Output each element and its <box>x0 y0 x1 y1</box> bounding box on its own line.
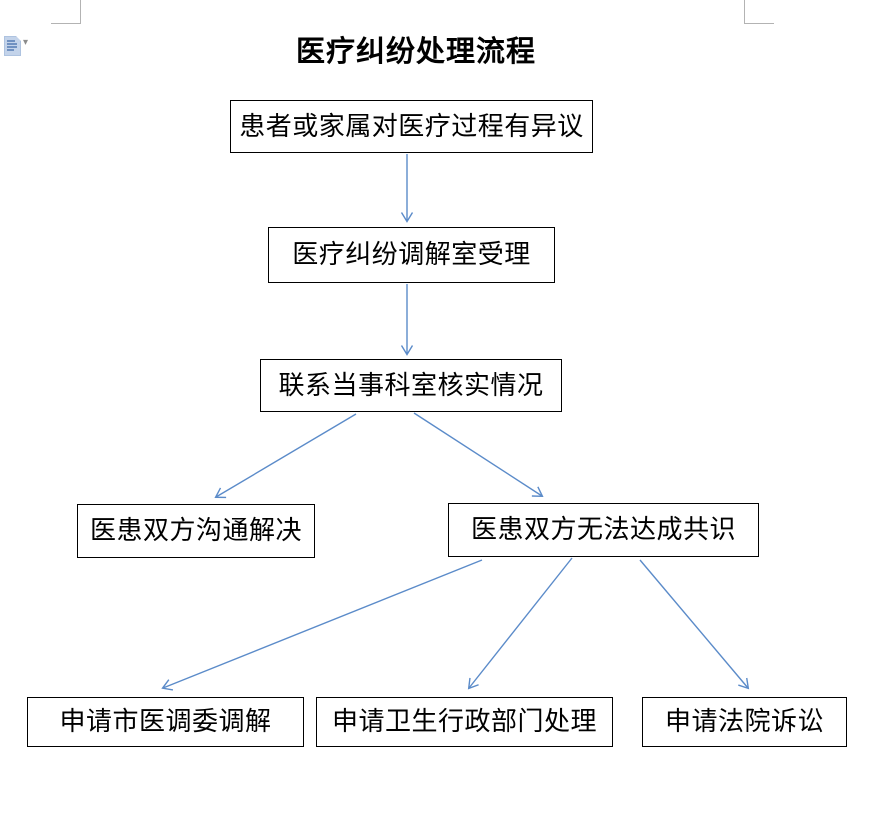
flow-node-court-litigation[interactable]: 申请法院诉讼 <box>642 697 847 747</box>
flow-node-health-admin-department[interactable]: 申请卫生行政部门处理 <box>316 697 613 747</box>
crop-mark-top-right <box>744 0 774 24</box>
flow-node-no-consensus[interactable]: 医患双方无法达成共识 <box>448 503 759 557</box>
crop-mark-top-left <box>51 0 81 24</box>
arrow-n5-n7[interactable] <box>467 557 573 690</box>
flow-node-communication-resolved[interactable]: 医患双方沟通解决 <box>77 504 315 558</box>
arrow-n5-n8[interactable] <box>639 559 750 690</box>
flow-node-contact-department-verify[interactable]: 联系当事科室核实情况 <box>260 359 562 412</box>
flowchart-title: 医疗纠纷处理流程 <box>295 36 536 68</box>
arrow-n5-n6[interactable] <box>161 559 483 691</box>
paste-options-button[interactable]: ▾ <box>3 35 31 57</box>
arrow-n3-n5[interactable] <box>413 412 544 498</box>
flow-node-city-mediation-committee[interactable]: 申请市医调委调解 <box>27 697 304 747</box>
arrow-n3-n4[interactable] <box>214 413 357 499</box>
chevron-down-icon[interactable]: ▾ <box>23 37 29 48</box>
flow-node-mediation-office-accepts[interactable]: 医疗纠纷调解室受理 <box>268 227 555 283</box>
paste-options-icon <box>4 36 21 56</box>
flow-node-patient-objection[interactable]: 患者或家属对医疗过程有异议 <box>230 100 593 153</box>
